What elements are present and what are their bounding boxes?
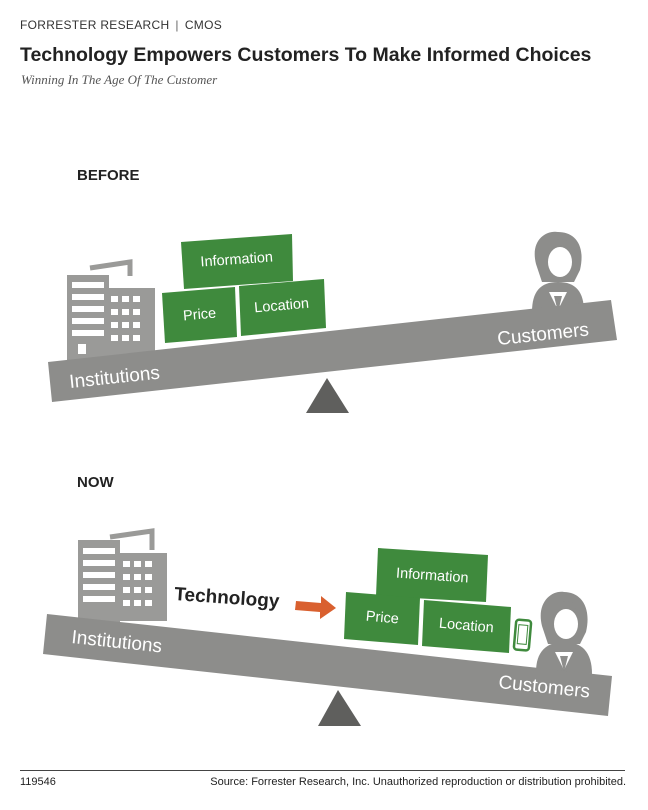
balance-beam [43,614,612,716]
building-icon [78,528,167,622]
page-subtitle: Winning In The Age Of The Customer [21,72,218,87]
block-label-location: Location [254,296,310,317]
technology-label: Technology [174,584,281,612]
report-role: CMOS [184,18,223,32]
source-note: Source: Forrester Research, Inc. Unautho… [210,776,626,788]
price-block [344,592,420,645]
header-separator: | [175,18,179,32]
info-block [376,548,488,602]
arrow-right-icon [295,596,336,619]
block-label-information: Information [200,249,273,270]
now-panel: Technology Inform [43,528,612,726]
block-label-price: Price [182,306,216,325]
footer-divider [20,770,625,771]
now-label: NOW [77,474,114,491]
building-icon [67,259,155,360]
publisher-name: FORRESTER RESEARCH [20,18,170,32]
customer-person-icon [536,591,592,674]
info-block [181,234,293,289]
fulcrum-triangle [306,378,349,413]
location-block [422,600,511,653]
smartphone-icon [512,618,533,652]
fulcrum-triangle [318,690,361,726]
location-block [239,279,326,336]
customer-person-icon [532,231,584,312]
page-title: Technology Empowers Customers To Make In… [20,44,592,66]
block-label-information: Information [396,565,469,586]
report-header: FORRESTER RESEARCH | CMOS [20,18,222,32]
block-label-price: Price [365,609,399,628]
before-label: BEFORE [77,167,140,184]
price-block [162,287,237,343]
balance-beam [48,300,617,402]
block-label-location: Location [438,616,494,637]
figure-id: 119546 [20,776,56,788]
before-panel: Information Price Location Institutions … [48,231,617,413]
